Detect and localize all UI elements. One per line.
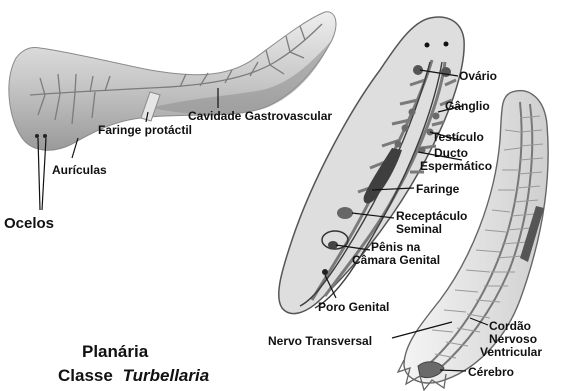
ocelo-left xyxy=(35,134,39,138)
genital-pore xyxy=(322,269,328,275)
internal-eye-left xyxy=(425,43,430,48)
ocelo-right xyxy=(43,134,47,138)
label-nervo-transversal: Nervo Transversal xyxy=(268,334,372,348)
label-ducto: Ducto xyxy=(434,146,468,160)
figure-title-line2: Classe Turbellaria xyxy=(58,366,209,385)
label-ocelos: Ocelos xyxy=(4,215,54,232)
label-ganglio: Gânglio xyxy=(445,99,490,113)
label-espermatico: Espermático xyxy=(420,159,492,173)
label-ventricular: Ventricular xyxy=(480,345,542,359)
label-auriculas: Aurículas xyxy=(52,163,107,177)
label-cerebro: Cérebro xyxy=(468,365,514,379)
figure-title-line1: Planária xyxy=(82,342,149,361)
ovary-2 xyxy=(441,67,451,77)
label-faringe-protactil: Faringe protáctil xyxy=(98,123,192,137)
internal-eye-right xyxy=(444,42,449,47)
figure-title-italic: Turbellaria xyxy=(123,366,210,385)
label-receptaculo: Receptáculo xyxy=(396,209,467,223)
label-camara-genital: Câmara Genital xyxy=(352,253,440,267)
label-faringe: Faringe xyxy=(416,182,460,196)
label-ovario: Ovário xyxy=(459,69,497,83)
label-penis: Pênis na xyxy=(371,240,421,254)
label-nervoso: Nervoso xyxy=(489,332,537,346)
seminal-receptacle xyxy=(337,207,353,219)
label-cavidade-gastrovascular: Cavidade Gastrovascular xyxy=(188,109,332,123)
label-testiculo: Testículo xyxy=(432,130,484,144)
label-seminal: Seminal xyxy=(396,222,442,236)
label-poro-genital: Poro Genital xyxy=(318,300,389,314)
label-cordao: Cordão xyxy=(489,319,531,333)
figure-title-prefix: Classe xyxy=(58,366,113,385)
